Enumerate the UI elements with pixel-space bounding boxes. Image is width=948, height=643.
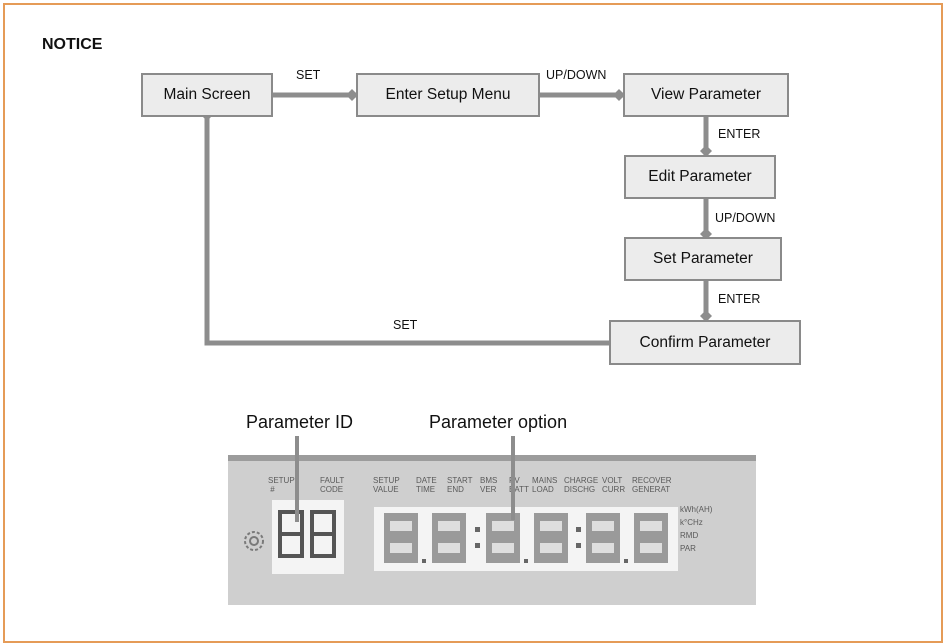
set-return-label: SET [393, 318, 418, 332]
flow-connectors [201, 89, 712, 346]
parameter-option-caption: Parameter option [429, 412, 568, 432]
edit-parameter-label: Edit Parameter [648, 168, 752, 185]
set-label: SET [296, 68, 321, 82]
parameter-id-leader [295, 436, 299, 522]
enter-setup-menu-label: Enter Setup Menu [385, 86, 511, 103]
arrow-confirm-to-main [201, 109, 609, 346]
notice-title: NOTICE [42, 36, 103, 53]
enter-label: ENTER [718, 127, 761, 141]
parameter-option-segments [374, 507, 678, 571]
enter-setup-menu-box: Enter Setup Menu [356, 73, 540, 117]
lcd-legend-setup: SETUP # [268, 476, 295, 494]
gear-icon [244, 531, 264, 551]
enter-label: ENTER [718, 292, 761, 306]
confirm-parameter-label: Confirm Parameter [639, 333, 771, 351]
confirm-parameter-box: Confirm Parameter [609, 320, 801, 365]
view-parameter-label: View Parameter [651, 86, 761, 103]
set-parameter-box: Set Parameter [624, 237, 782, 281]
main-screen-box: Main Screen [141, 73, 273, 117]
parameter-option-leader [511, 436, 515, 520]
set-parameter-label: Set Parameter [653, 250, 753, 267]
up-down-label: UP/DOWN [715, 211, 776, 225]
parameter-id-caption: Parameter ID [246, 412, 354, 432]
parameter-id-digits [272, 500, 344, 574]
view-parameter-box: View Parameter [623, 73, 789, 117]
edit-parameter-box: Edit Parameter [624, 155, 776, 199]
main-screen-label: Main Screen [163, 86, 251, 103]
up-down-label: UP/DOWN [546, 68, 607, 82]
